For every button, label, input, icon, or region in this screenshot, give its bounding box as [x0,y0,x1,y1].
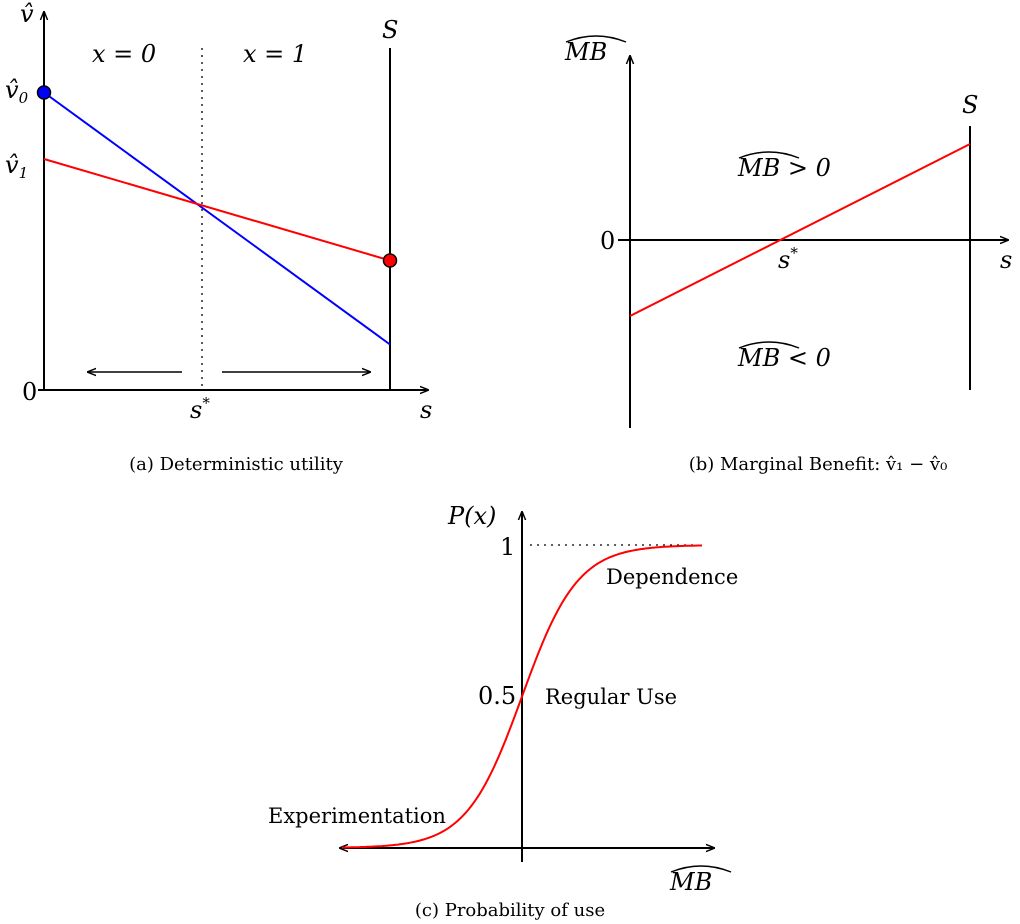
panel-c-dependence-label: Dependence [606,565,738,589]
panel-c-caption: (c) Probability of use [415,900,605,921]
panel-a-v0-point [36,85,52,100]
panel-c-x-label: MB [669,868,712,896]
panel-a-v1-point [382,253,398,268]
panel-c: P(x) 1 0.5 Dependence Regular Use Experi… [268,502,738,921]
panel-a-v0-label: v̂0 [5,76,29,107]
panel-a-xtick-label: s* [190,394,210,424]
panel-a-boundary-label: S [382,16,398,44]
panel-b-region-top: MB > 0 [737,154,831,182]
panel-b-boundary-label: S [962,91,978,119]
panel-c-regular-label: Regular Use [545,685,677,709]
panel-a-caption: (a) Deterministic utility [129,454,344,475]
panel-b-region-bottom-hat [738,341,800,349]
panel-a-v1-label: v̂1 [5,151,28,182]
panel-b-y-label: MB [564,38,607,66]
panel-a-series-group [36,85,398,346]
panel-c-ytick-half: 0.5 [478,682,516,710]
panel-a-x-label: s [420,396,432,424]
panel-a: v̂ 0 v̂0 v̂1 S x = 0 x = 1 s* s (a) Dete… [5,0,432,475]
panel-b-caption: (b) Marginal Benefit: v̂₁ − v̂₀ [689,454,948,475]
panel-a-region-right: x = 1 [243,40,307,68]
panel-a-origin-label: 0 [22,378,37,406]
panel-a-y-label: v̂ [20,0,34,28]
panel-c-y-label: P(x) [447,502,496,530]
panel-c-series-group [342,544,702,849]
panel-a-line-v0 [43,91,391,346]
panel-b-region-top-hat [738,151,800,159]
panel-c-ytick-1: 1 [500,533,515,561]
panel-b-zero-label: 0 [600,227,615,255]
panel-b-series-group [629,143,971,317]
panel-a-region-left: x = 0 [92,40,156,68]
panel-b-line-mb [629,143,971,317]
panel-a-line-v1 [43,158,391,262]
panel-b: MB 0 S MB > 0 MB < 0 s* s (b) Marginal B… [564,35,1012,475]
panel-b-xtick-label: s* [778,244,798,274]
panel-c-x-label-hat [670,865,732,873]
panel-b-region-bottom: MB < 0 [737,344,831,372]
panel-b-y-label-hat [565,35,627,43]
panel-c-logistic-curve [342,544,702,849]
panel-b-x-label: s [1000,246,1012,274]
panel-c-experimentation-label: Experimentation [268,804,446,828]
